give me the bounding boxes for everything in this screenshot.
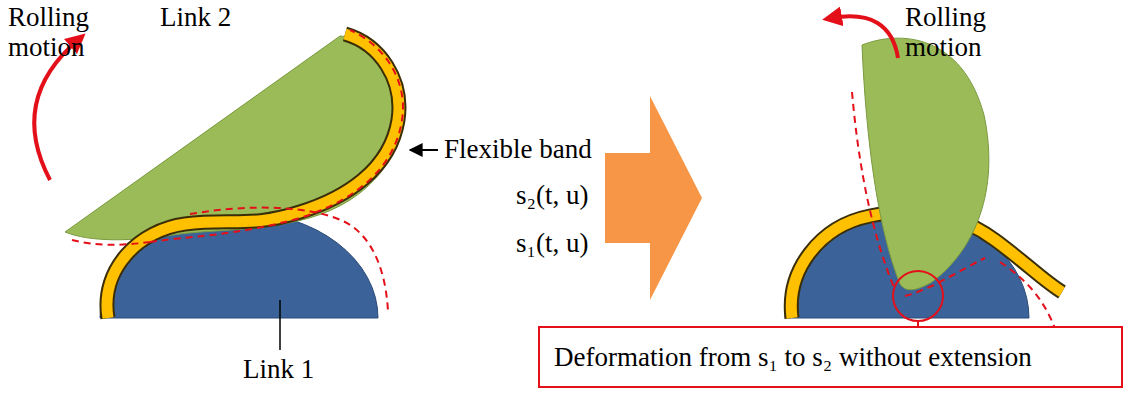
transition-arrow [605,96,702,300]
highlight-circle [893,271,943,321]
part-label: Flexible band [444,134,592,164]
part-label: Link 1 [243,354,314,384]
link-2-shape [65,36,404,240]
rolling-label: Rolling motion [8,2,108,62]
rolling-arrow [832,16,898,58]
leader-line [279,300,281,350]
curve-label: s₁(t, u) [516,228,588,258]
curve-label: s₂(t, u) [516,180,588,210]
curve-s2 [852,92,985,296]
callout-box: Deformation from s₁ to s₂ without extens… [538,326,1123,388]
flexible-band [107,34,399,318]
curve-s2 [72,30,403,245]
callout-text: Deformation from s₁ to s₂ without extens… [554,342,1032,372]
rolling-label: Rolling motion [905,2,1005,62]
curve-s1 [190,208,388,312]
flexible-band-outline [107,34,399,318]
leader-arrow [410,149,438,151]
part-label: Link 2 [160,2,231,32]
